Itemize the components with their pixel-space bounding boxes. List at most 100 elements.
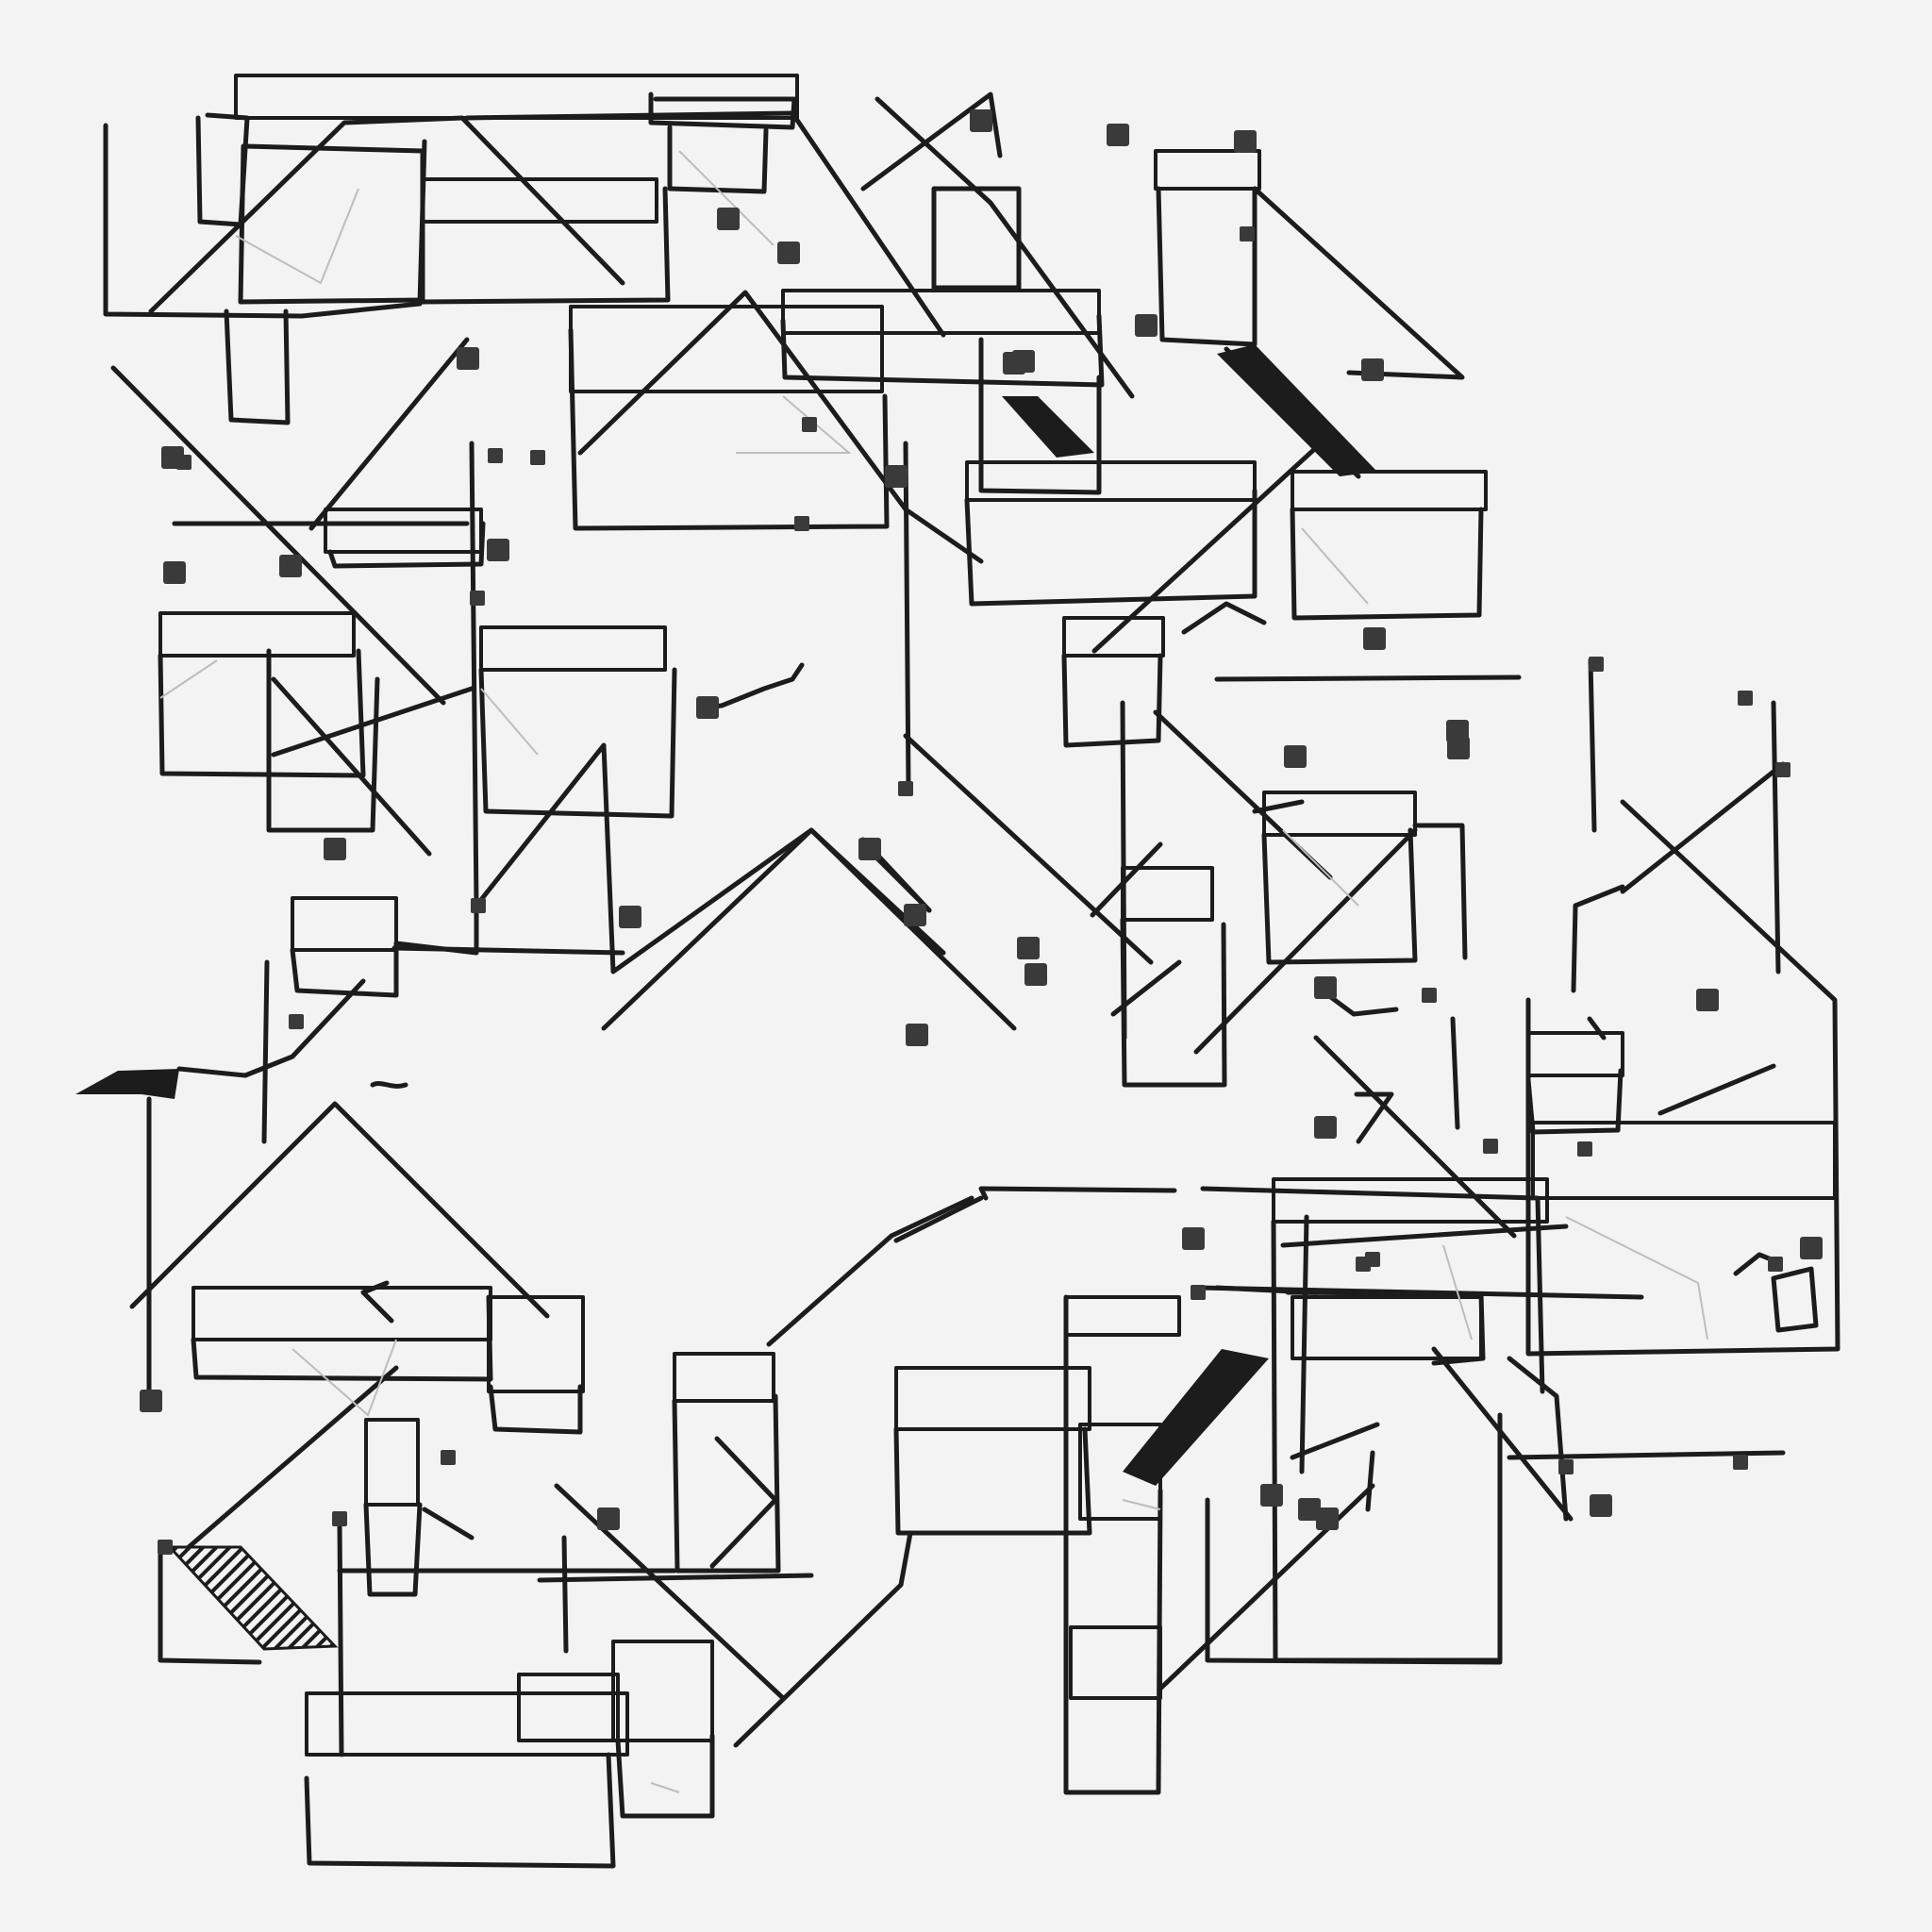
frame-line (238, 143, 425, 305)
diagonal (1657, 1063, 1776, 1116)
node-square (858, 838, 881, 860)
node-square-small (898, 781, 913, 796)
faint-line (159, 659, 218, 699)
node-square (1590, 1494, 1612, 1517)
hatch-bar (1272, 1177, 1549, 1224)
block-top-right (964, 149, 1488, 654)
hatch-bar (1291, 1295, 1483, 1360)
node-square (1017, 937, 1040, 959)
node-square (1003, 352, 1025, 375)
frame-line (1120, 917, 1227, 1088)
faint-line (235, 188, 359, 285)
connector (1214, 1285, 1314, 1295)
hatched-plane (166, 1545, 339, 1651)
hatch-bar (192, 1286, 492, 1341)
frame-line (261, 959, 270, 1144)
frame-line (391, 945, 625, 956)
diagonal (1290, 1422, 1380, 1460)
frame-line (488, 1384, 583, 1435)
node-square (1260, 1484, 1283, 1507)
diagonal (129, 1101, 550, 1319)
faint-line (1282, 829, 1359, 907)
frame-line (667, 125, 769, 194)
diagonal (271, 676, 432, 857)
frame-line (1325, 992, 1399, 1017)
frame-line (290, 941, 399, 998)
node-square (1361, 358, 1384, 381)
faint-line (736, 395, 852, 454)
node-square-small (1589, 657, 1604, 672)
frame-line (568, 327, 890, 531)
node-square (619, 906, 641, 928)
diagonal (1431, 1346, 1574, 1522)
block-right-middle (1061, 616, 1522, 1088)
connector (1299, 1214, 1309, 1474)
frame-line (893, 1426, 1092, 1536)
node-square (1182, 1227, 1205, 1250)
node-square-small (289, 1014, 304, 1029)
faint-line (480, 688, 539, 756)
frame-line (1412, 823, 1468, 960)
connector (537, 1573, 814, 1583)
hatch-bar (781, 289, 1101, 335)
dark-bar (364, 1418, 420, 1507)
node-square-small (441, 1450, 456, 1465)
faint-line (1122, 1499, 1161, 1510)
node-square (717, 208, 740, 230)
faint-line (291, 1339, 397, 1417)
diagonal (903, 733, 1154, 965)
hatch-bar (487, 1295, 585, 1393)
node-square (597, 1507, 620, 1530)
frame-line (615, 1733, 715, 1819)
slab (1123, 1349, 1269, 1486)
frame-line (327, 521, 486, 569)
hatch-bar (1531, 1121, 1837, 1200)
node-square (885, 465, 908, 488)
frame-line (420, 186, 671, 305)
frame-line (158, 648, 366, 778)
faint-line (1565, 1216, 1708, 1341)
diagonal (1354, 1091, 1394, 1144)
frame-line (195, 112, 250, 227)
node-square (1284, 745, 1307, 768)
dark-bar (1262, 791, 1417, 837)
frame-line (1280, 1224, 1569, 1248)
node-square (1024, 963, 1047, 986)
frame-line (1214, 675, 1522, 682)
frame-line (337, 1521, 344, 1757)
frame-line (1571, 884, 1625, 993)
slab (1217, 344, 1377, 476)
diagonal (1193, 827, 1418, 1055)
diagonal (308, 337, 470, 531)
diagonal (1252, 186, 1465, 380)
frame-line (978, 1186, 1177, 1201)
hatch-bar (1526, 1031, 1624, 1077)
node-square-small (488, 448, 503, 463)
node-square-small (158, 1540, 173, 1555)
node-square-small (1365, 1252, 1380, 1267)
node-square (163, 561, 186, 584)
diagonal (1181, 601, 1267, 635)
frame-line (964, 488, 1257, 607)
connector (1252, 799, 1305, 814)
flag (75, 1069, 179, 1099)
node-square-small (470, 591, 485, 606)
node-square (696, 696, 719, 719)
node-square (1234, 130, 1257, 153)
node-square (457, 347, 479, 370)
frame-line (780, 313, 1105, 388)
node-square (904, 904, 926, 926)
frame-line (1588, 658, 1597, 833)
dark-bar (324, 508, 483, 554)
node-square (1135, 314, 1158, 337)
frame-line (1200, 1186, 1545, 1394)
connector (1365, 1450, 1375, 1512)
hatch-bar (1064, 1295, 1181, 1337)
faint-line (650, 1782, 680, 1793)
diagonal (860, 92, 1003, 192)
frame-line (903, 441, 911, 791)
node-square (1316, 1507, 1339, 1530)
frame-line (224, 308, 291, 425)
dark-bar (479, 625, 667, 672)
frame-line (889, 1195, 974, 1239)
